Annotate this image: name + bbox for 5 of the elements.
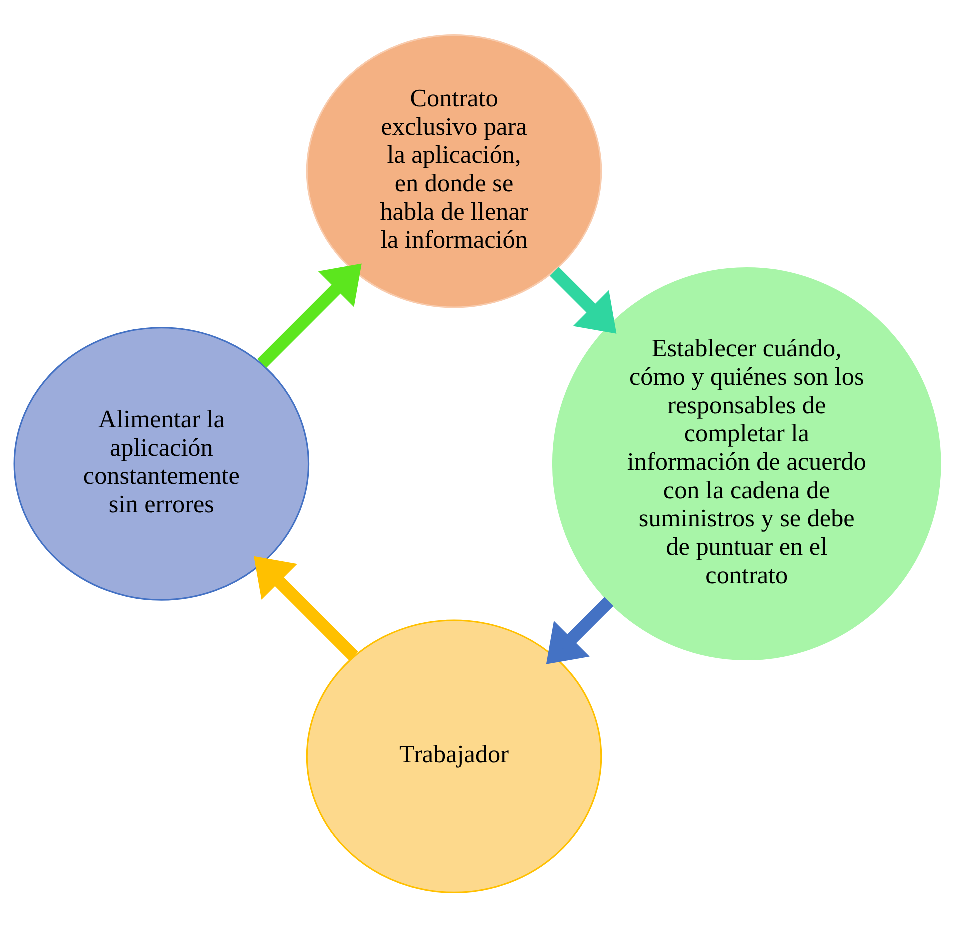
node-circle: Establecer cuándo, cómo y quiénes son los responsables de completar la información de acuerdo con la cadena de suministros y se debe de puntuar en el contrato (552, 266, 942, 660)
arrow (550, 266, 617, 334)
arrow (546, 596, 614, 664)
arrow (258, 263, 362, 368)
arrow (254, 556, 358, 660)
